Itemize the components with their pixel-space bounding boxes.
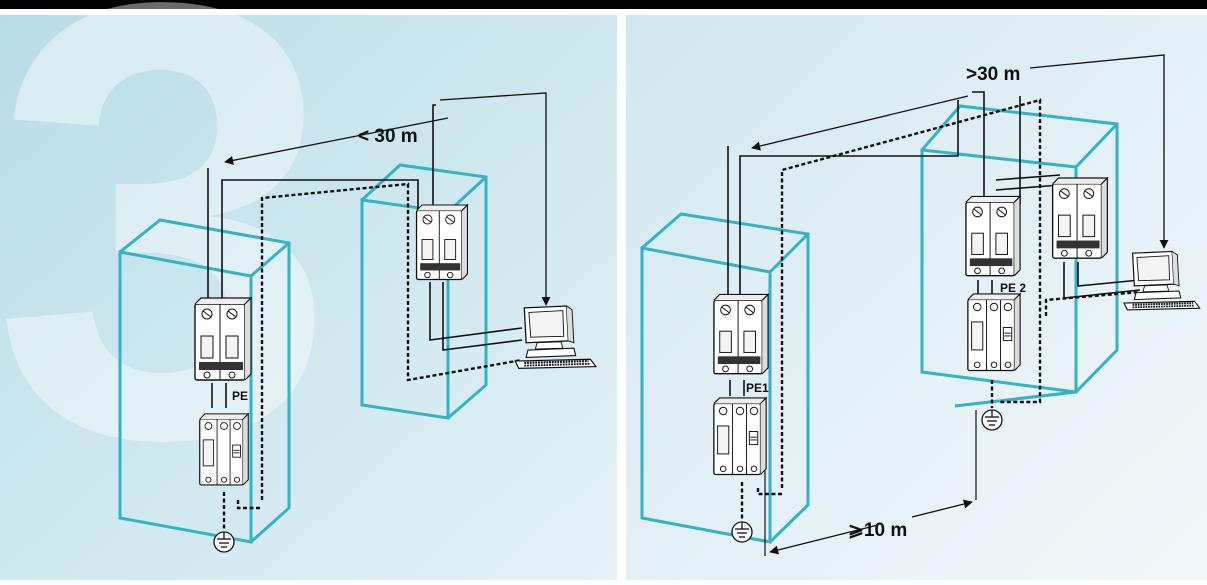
right-panel bbox=[640, 54, 1169, 556]
right-surge-arrester-2 bbox=[967, 293, 1021, 372]
right-panel-background bbox=[626, 15, 1207, 580]
top-bar bbox=[0, 0, 1207, 9]
right-breaker-1 bbox=[713, 293, 769, 375]
right-surge-arrester-1 bbox=[713, 397, 767, 476]
right-breaker-3 bbox=[1051, 177, 1109, 259]
left-panel bbox=[118, 92, 551, 544]
right-earth-icon-1 bbox=[731, 521, 753, 543]
left-surge-arrester bbox=[199, 413, 249, 486]
right-breaker-2 bbox=[965, 195, 1021, 277]
right-distance-label: >30 m bbox=[966, 64, 1020, 85]
left-panel-background bbox=[0, 15, 617, 580]
left-earth-icon bbox=[213, 531, 235, 553]
right-earth-label-2: PE 2 bbox=[1000, 281, 1026, 295]
right-earth-label-1: PE1 bbox=[746, 381, 769, 395]
right-separation-label: ⩾10 m bbox=[848, 520, 907, 541]
left-earth-label: PE bbox=[232, 389, 248, 403]
right-earth-icon-2 bbox=[981, 409, 1003, 431]
left-breaker-2 bbox=[415, 204, 469, 281]
left-distance-label: < 30 m bbox=[358, 126, 418, 147]
left-breaker-1 bbox=[194, 297, 252, 381]
figure-number: 3 bbox=[0, 0, 337, 567]
right-enclosure-2 bbox=[920, 104, 1119, 408]
